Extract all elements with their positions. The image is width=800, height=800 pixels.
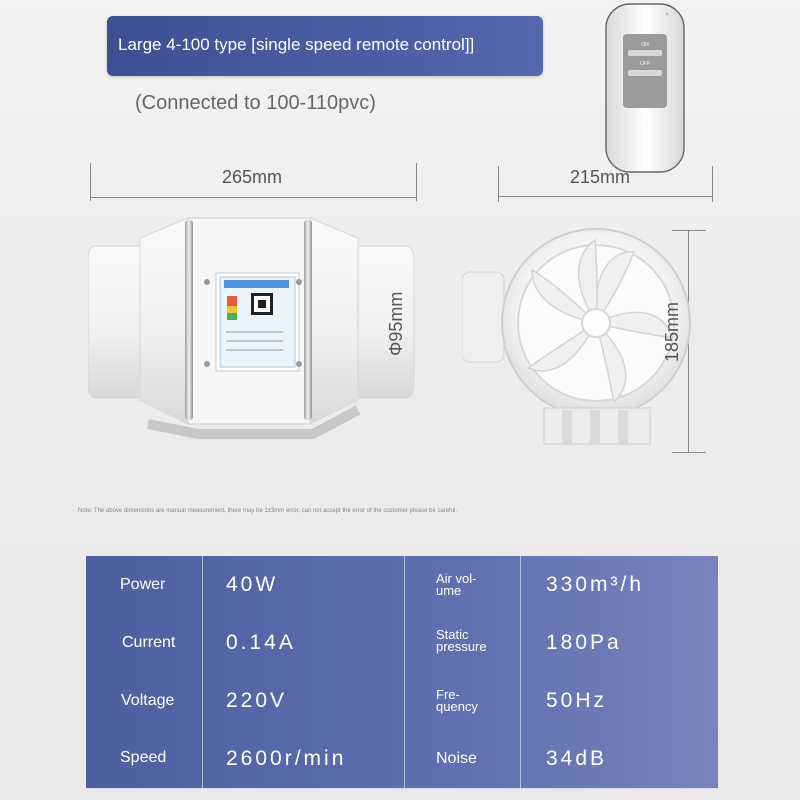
column-separator <box>404 730 405 788</box>
column-separator <box>520 614 521 672</box>
fan-front-view <box>462 228 691 445</box>
measurement-note: Note: The above dimensions are manual me… <box>78 508 458 514</box>
speed-label: Speed <box>120 749 167 766</box>
length-dimension-left-tick <box>90 163 91 201</box>
remote-control: ON OFF <box>605 3 685 173</box>
column-separator <box>520 672 521 730</box>
height-dimension: 185mm <box>662 301 682 362</box>
diameter-dimension: Φ95mm <box>386 291 406 356</box>
width-dimension-top-line <box>498 196 712 197</box>
table-row: Speed 2600r/min Noise 34dB <box>86 730 718 789</box>
voltage-value: 220V <box>226 689 288 712</box>
column-separator <box>202 730 203 788</box>
frequency-label-line-2: quency <box>436 699 478 714</box>
column-separator <box>202 614 203 672</box>
length-dimension-top-line <box>90 197 416 198</box>
column-separator <box>202 672 203 730</box>
air-volume-value: 330m³/h <box>546 573 645 596</box>
column-separator <box>404 614 405 672</box>
column-separator <box>404 672 405 730</box>
height-dimension-bottom-tick <box>672 452 706 453</box>
noise-value: 34dB <box>546 747 608 770</box>
static-pressure-label-line-2: pressure <box>436 639 487 654</box>
air-volume-label-line-1: Air vol- <box>436 571 477 586</box>
static-pressure-label-line-1: Static <box>436 627 469 642</box>
voltage-label: Voltage <box>121 692 175 709</box>
length-dimension-right-tick <box>416 163 417 201</box>
width-dimension: 215mm <box>570 167 631 187</box>
table-row: Power 40W Air vol- ume 330m³/h <box>86 556 718 615</box>
length-dimension: 265mm <box>222 167 283 187</box>
speed-value: 2600r/min <box>226 747 347 770</box>
frequency-value: 50Hz <box>546 689 608 712</box>
air-volume-label-line-2: ume <box>436 583 462 598</box>
noise-label: Noise <box>436 750 477 767</box>
static-pressure-value: 180Pa <box>546 631 622 654</box>
remote-off-label: OFF <box>640 61 650 67</box>
power-value: 40W <box>226 573 279 596</box>
page-subtitle: (Connected to 100-110pvc) <box>135 92 376 114</box>
column-separator <box>520 730 521 788</box>
frequency-label-line-1: Fre- <box>436 687 460 702</box>
table-row: Current 0.14A Static pressure 180Pa <box>86 614 718 673</box>
column-separator <box>404 556 405 614</box>
remote-on-label: ON <box>641 42 649 48</box>
current-value: 0.14A <box>226 631 296 654</box>
current-label: Current <box>122 634 176 651</box>
table-row: Voltage 220V Fre- quency 50Hz <box>86 672 718 731</box>
column-separator <box>202 556 203 614</box>
fan-side-view <box>88 217 415 439</box>
height-dimension-top-tick <box>672 230 706 231</box>
specifications-table: Power 40W Air vol- ume 330m³/h Current 0… <box>86 556 718 789</box>
width-dimension-right-tick <box>712 166 713 202</box>
column-separator <box>520 556 521 614</box>
header-banner <box>107 16 543 76</box>
page-title: Large 4-100 type [single speed remote co… <box>118 35 475 54</box>
width-dimension-left-tick <box>498 166 499 202</box>
power-label: Power <box>120 576 166 593</box>
